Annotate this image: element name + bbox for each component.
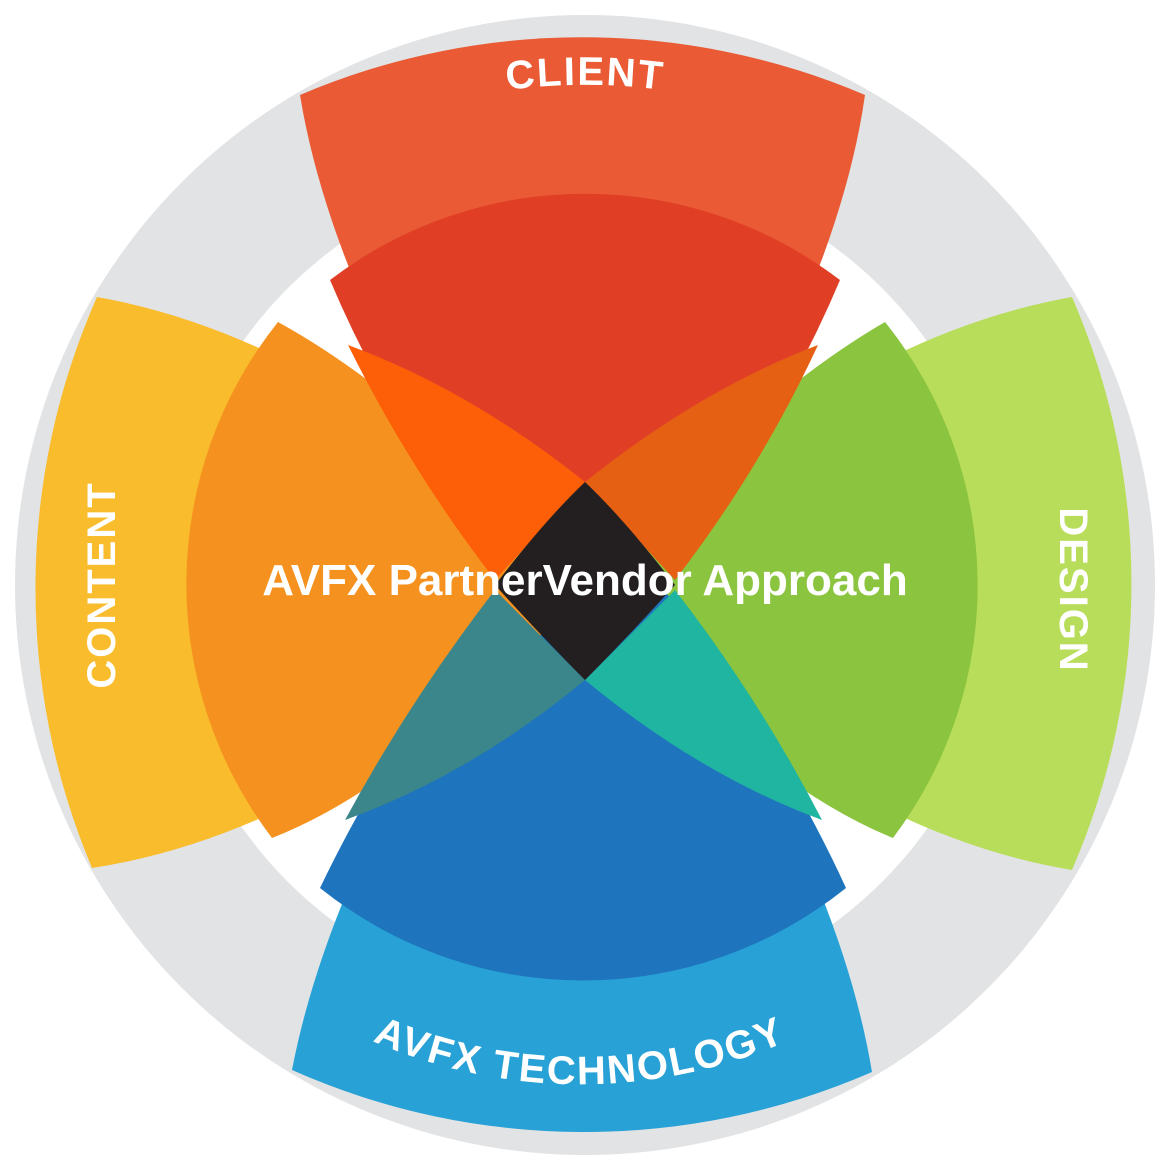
overlap-client-content — [348, 345, 585, 580]
design-petal-inner — [585, 322, 978, 838]
overlap-client-design — [585, 345, 818, 580]
center-diamond — [495, 482, 675, 680]
content-petal-inner — [186, 322, 585, 838]
technology-petal-inner — [320, 490, 846, 981]
content-label: CONTENT — [80, 481, 124, 688]
design-label: DESIGN — [1051, 507, 1095, 672]
client-label: CLIENT — [503, 50, 667, 99]
client-petal-inner — [330, 193, 840, 680]
overlap-technology-content — [345, 590, 585, 820]
overlap-design-technology — [585, 590, 822, 820]
center-title: AVFX PartnerVendor Approach — [262, 556, 907, 605]
